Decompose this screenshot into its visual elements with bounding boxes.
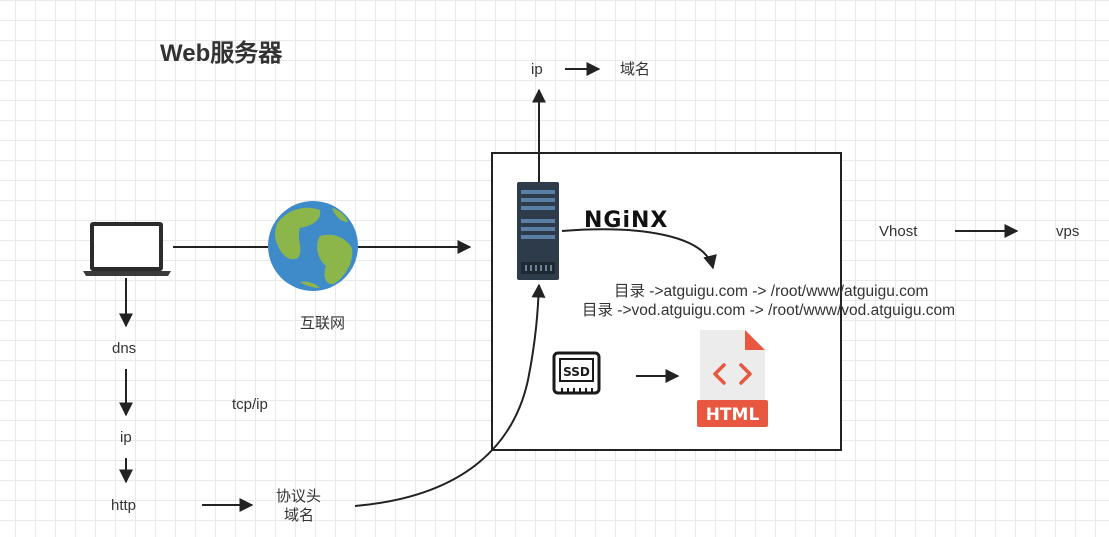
tcpip-label: tcp/ip bbox=[232, 396, 268, 413]
page-title: Web服务器 bbox=[160, 40, 283, 67]
nginx-logo: NGiNX bbox=[584, 208, 669, 233]
html-label: HTML bbox=[706, 405, 760, 425]
globe-icon bbox=[268, 201, 358, 291]
ssd-icon: SSD bbox=[552, 351, 601, 395]
ip-top-label: ip bbox=[531, 61, 543, 78]
ssd-label: SSD bbox=[563, 365, 590, 379]
protocol-header-label: 协议头 bbox=[276, 488, 322, 505]
server-rack-icon bbox=[517, 182, 559, 280]
ip-left-label: ip bbox=[120, 429, 132, 446]
directory-mapping-2: 目录 ->vod.atguigu.com -> /root/www/vod.at… bbox=[582, 302, 956, 319]
vhost-label: Vhost bbox=[879, 223, 918, 240]
domain-bottom-label: 域名 bbox=[284, 507, 315, 524]
domain-top-label: 域名 bbox=[620, 61, 651, 78]
laptop-icon bbox=[83, 222, 171, 276]
directory-mapping-1: 目录 ->atguigu.com -> /root/www/atguigu.co… bbox=[614, 283, 929, 300]
html-file-icon: HTML bbox=[697, 330, 768, 427]
arrow-protocol-to-server bbox=[354, 283, 546, 507]
internet-label: 互联网 bbox=[300, 315, 346, 332]
http-label: http bbox=[111, 497, 137, 514]
connector-lines bbox=[119, 62, 1019, 512]
arrow-nginx-to-dirs bbox=[561, 228, 717, 270]
dns-label: dns bbox=[112, 340, 137, 357]
vps-label: vps bbox=[1056, 223, 1080, 240]
